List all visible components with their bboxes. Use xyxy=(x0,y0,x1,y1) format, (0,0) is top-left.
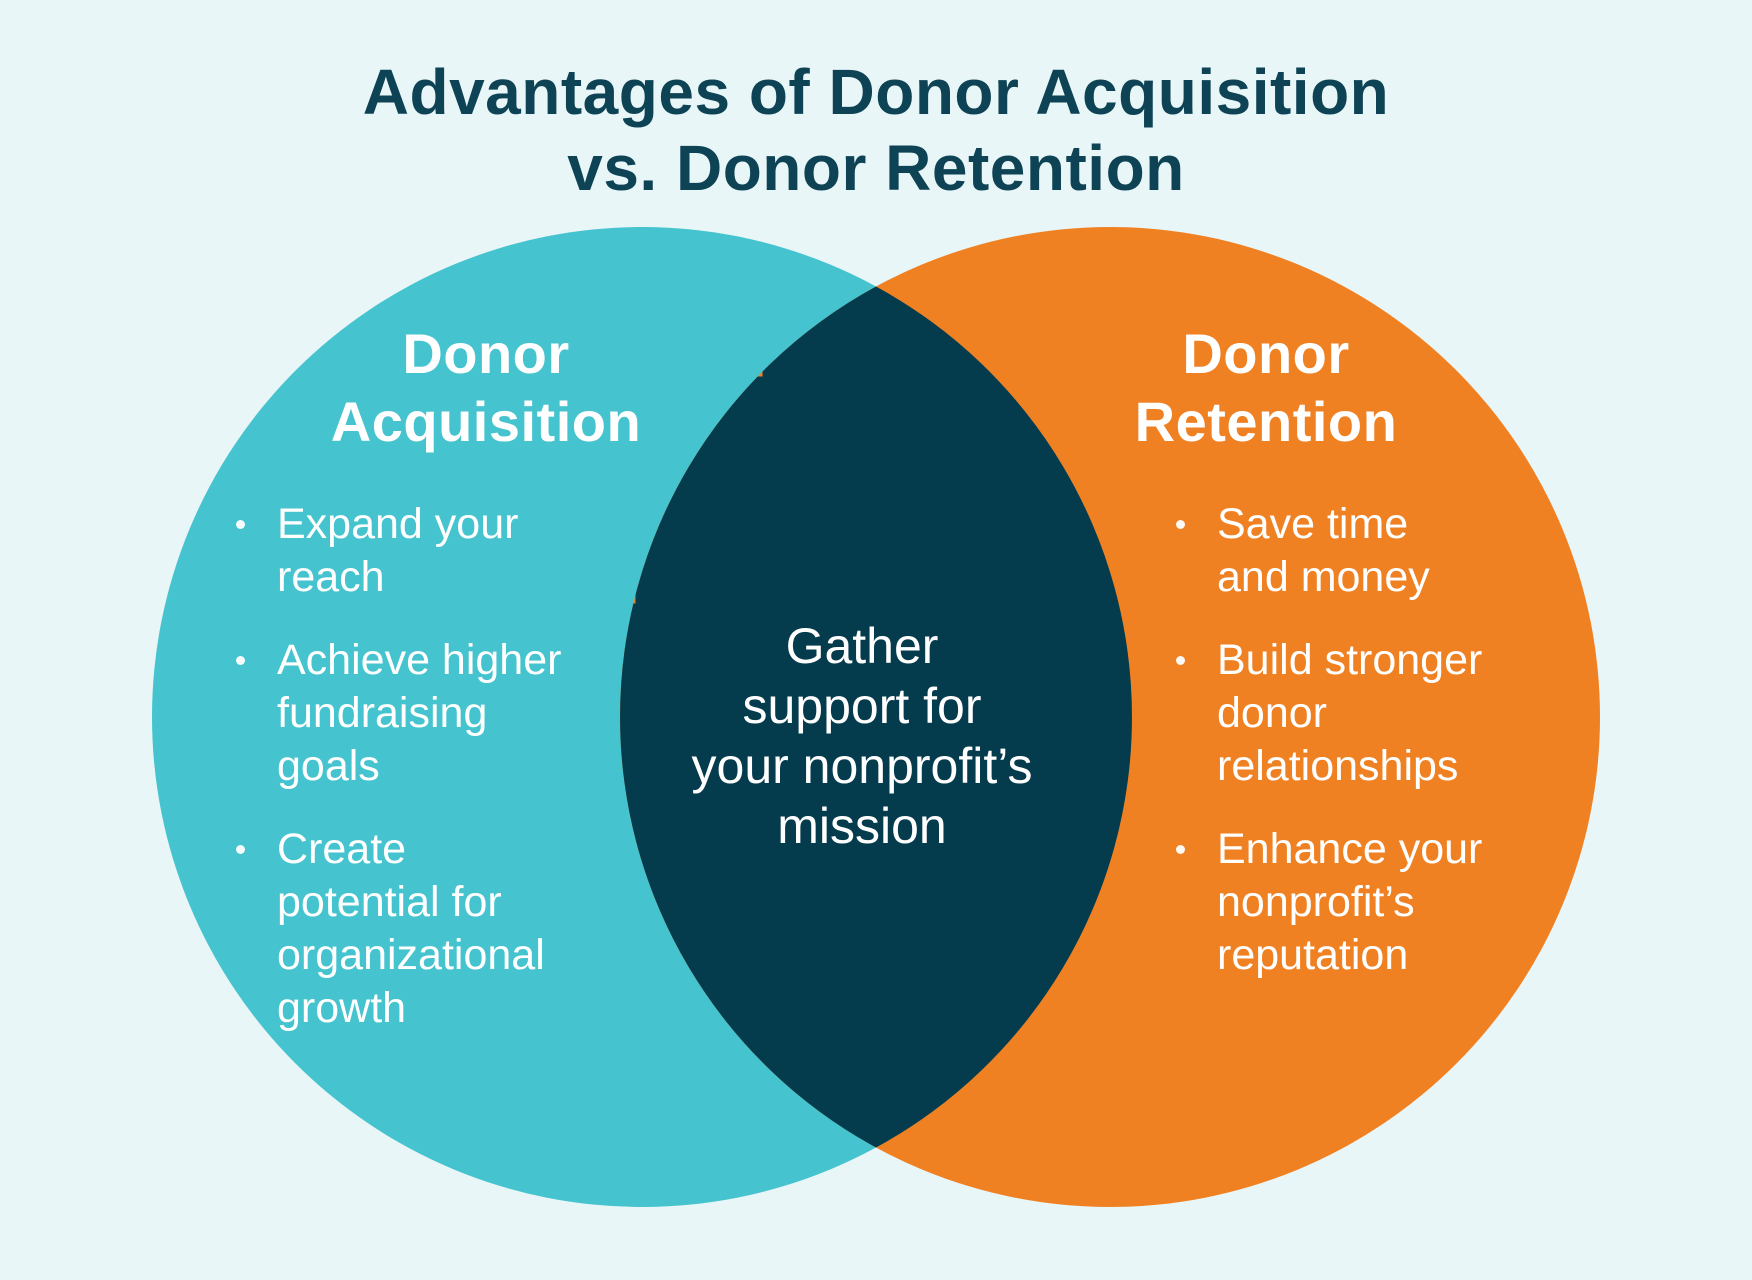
list-item: Save time and money xyxy=(1176,498,1556,604)
bullet-dot xyxy=(236,656,245,665)
bullet-text: Enhance your nonprofit’s reputation xyxy=(1217,825,1483,979)
left-circle-bullet-list: Expand your reach Achieve higher fundrai… xyxy=(236,498,606,1065)
bullet-text: Save time and money xyxy=(1217,500,1430,601)
diagram-title: Advantages of Donor Acquisition vs. Dono… xyxy=(362,56,1390,204)
list-item: Achieve higher fundraising goals xyxy=(236,634,606,793)
bullet-dot xyxy=(1176,656,1185,665)
right-circle-bullet-list: Save time and money Build stronger donor… xyxy=(1176,498,1556,1012)
bullet-text: Achieve higher fundraising goals xyxy=(277,636,562,790)
overlap-text: Gather support for your nonprofit’s miss… xyxy=(691,618,1033,854)
bullet-dot xyxy=(236,845,245,854)
bullet-text: Build stronger donor relationships xyxy=(1217,636,1483,790)
overlap-lens-shape xyxy=(620,286,1132,1148)
bullet-text: Expand your reach xyxy=(277,500,519,601)
bullet-dot xyxy=(236,520,245,529)
bullet-dot xyxy=(1176,520,1185,529)
bullet-dot xyxy=(1176,845,1185,854)
list-item: Build stronger donor relationships xyxy=(1176,634,1556,793)
list-item: Create potential for organizational grow… xyxy=(236,823,606,1035)
right-circle-heading: Donor Retention xyxy=(1134,322,1398,453)
bullet-text: Create potential for organizational grow… xyxy=(277,825,545,1032)
list-item: Enhance your nonprofit’s reputation xyxy=(1176,823,1556,982)
left-circle-heading: Donor Acquisition xyxy=(330,322,642,453)
list-item: Expand your reach xyxy=(236,498,606,604)
